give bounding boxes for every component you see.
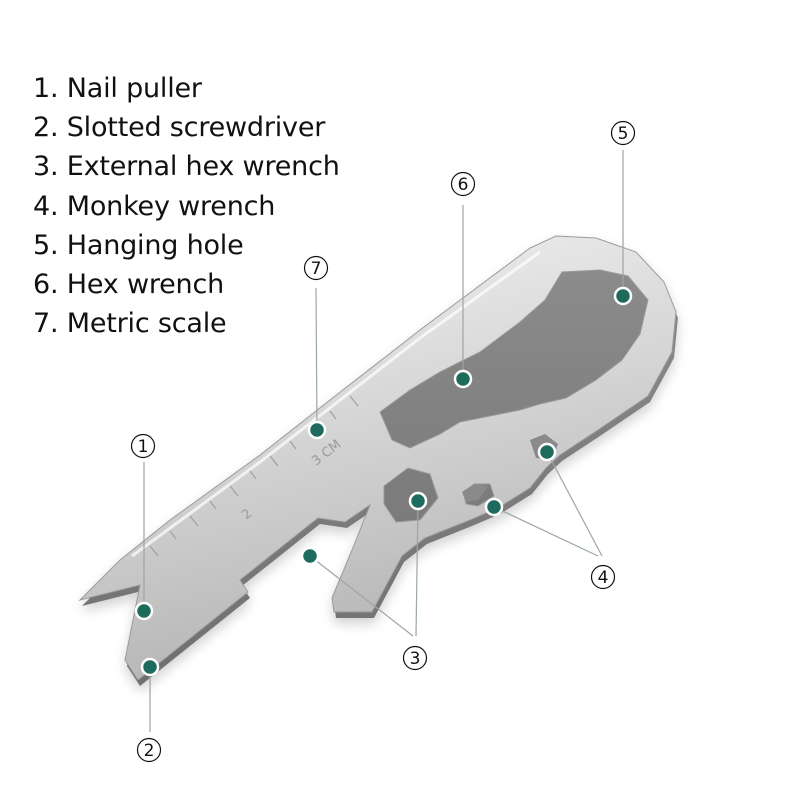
marker-7[interactable] — [307, 420, 327, 440]
callout-number-4: 4 — [598, 568, 609, 588]
callout-6: 6 — [450, 171, 476, 197]
marker-5[interactable] — [613, 286, 633, 306]
leader-line-3a — [309, 555, 414, 637]
callout-labels: 1 2 3 4 5 6 7 — [130, 120, 636, 763]
tool-highlight — [131, 250, 541, 558]
callout-ring-4 — [590, 564, 616, 590]
callout-4: 4 — [590, 564, 616, 590]
callout-ring-7 — [303, 255, 329, 281]
callout-ring-1 — [130, 433, 156, 459]
marker-4b[interactable] — [484, 497, 504, 517]
callout-1: 1 — [130, 433, 156, 459]
callout-number-7: 7 — [311, 259, 322, 279]
legend-item-external-hex-wrench: 3. External hex wrench — [33, 151, 340, 183]
marker-3a[interactable] — [300, 546, 320, 566]
callout-number-1: 1 — [138, 437, 149, 457]
callout-5: 5 — [610, 120, 636, 146]
callout-number-3: 3 — [410, 649, 421, 669]
callout-markers — [134, 286, 633, 677]
leader-line-4a — [546, 451, 603, 557]
legend-item-nail-puller: 1. Nail puller — [33, 73, 202, 104]
callout-ring-6 — [450, 171, 476, 197]
wrench-notch-a — [462, 484, 488, 502]
marker-2[interactable] — [140, 657, 160, 677]
callout-ring-5 — [610, 120, 636, 146]
legend-item-slotted-screwdriver: 2. Slotted screwdriver — [33, 112, 326, 144]
marker-1[interactable] — [134, 601, 154, 621]
callout-ring-3 — [402, 645, 428, 671]
multitool-body: 2 3 CM — [78, 235, 678, 686]
tool-face — [78, 235, 677, 681]
marker-6[interactable] — [453, 369, 473, 389]
marker-4a[interactable] — [537, 442, 557, 462]
leader-line-7 — [315, 287, 318, 431]
callout-ring-2 — [136, 737, 162, 763]
callout-number-2: 2 — [144, 741, 155, 761]
leader-line-3b — [415, 500, 419, 637]
legend-item-monkey-wrench: 4. Monkey wrench — [33, 190, 276, 222]
callout-2: 2 — [136, 737, 162, 763]
callout-3: 3 — [402, 645, 428, 671]
callout-number-5: 5 — [618, 124, 629, 144]
marker-3b[interactable] — [408, 491, 428, 511]
leader-line-4b — [493, 506, 599, 557]
leader-lines — [143, 150, 624, 732]
legend-item-metric-scale: 7. Metric scale — [33, 308, 227, 340]
callout-number-6: 6 — [458, 175, 469, 195]
callout-7: 7 — [303, 255, 329, 281]
legend-item-hanging-hole: 5. Hanging hole — [33, 229, 244, 261]
legend-list: 1. Nail puller 2. Slotted screwdriver 3.… — [33, 69, 340, 343]
legend-item-hex-wrench: 6. Hex wrench — [33, 269, 225, 301]
